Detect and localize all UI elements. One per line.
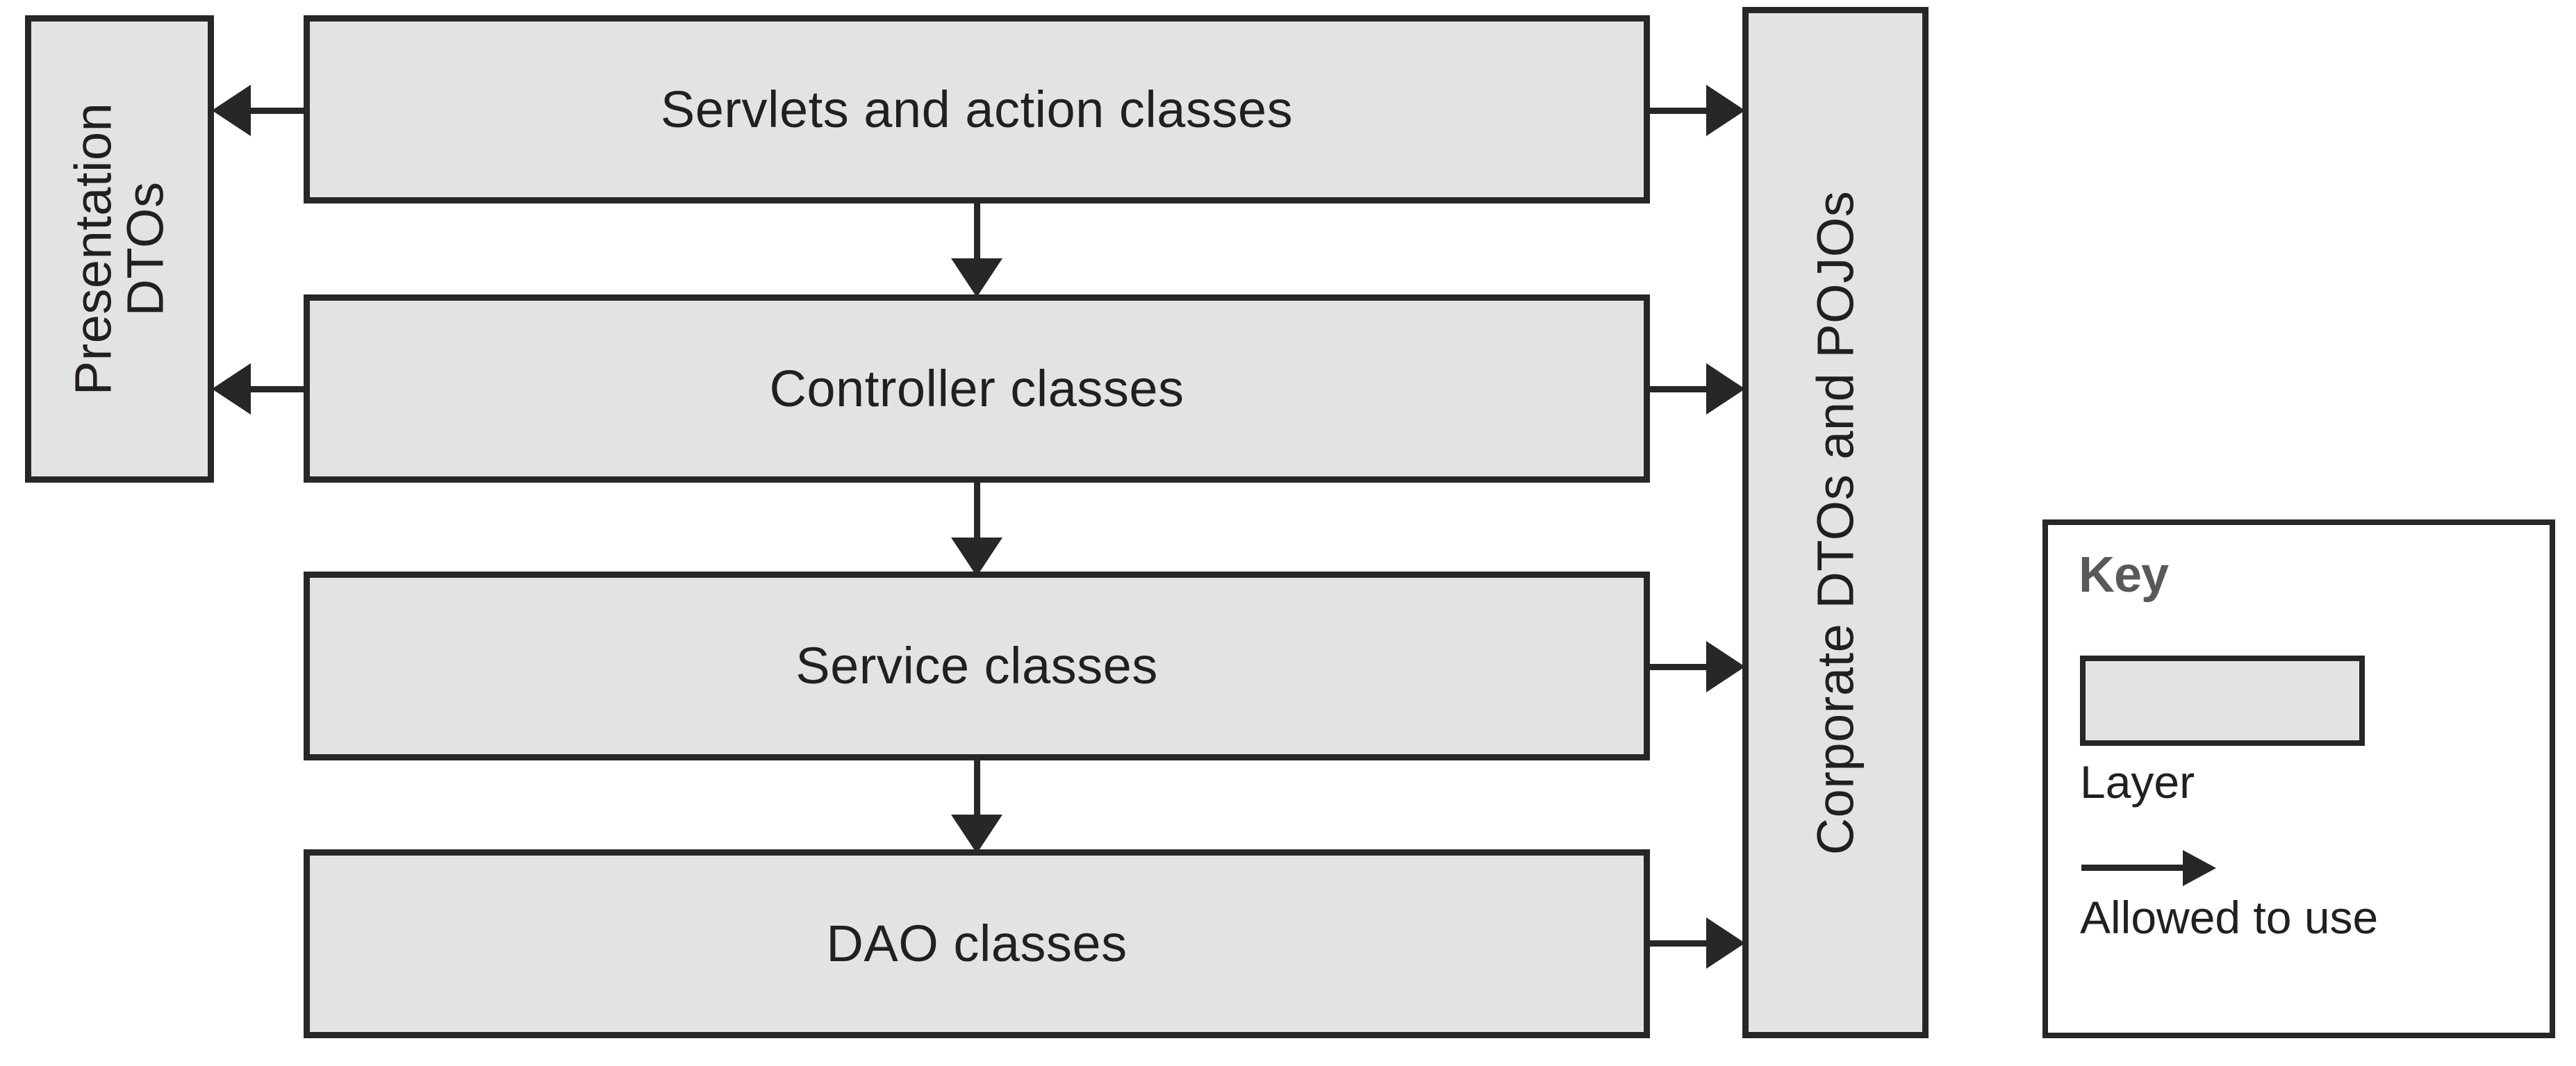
arrow-service-to-dao [951, 756, 1002, 853]
arrow-servlets-to-corporate-dtos [1648, 85, 1745, 136]
key-allowed-to-use-label: Allowed to use [2080, 892, 2379, 943]
layer-box-service: Service classes [304, 572, 1650, 760]
arrow-service-to-corporate-dtos [1648, 641, 1745, 692]
pillar-presentation-dtos-label: Presentation DTOs [64, 102, 174, 396]
arrow-servlets-to-controller [951, 200, 1002, 297]
key-layer-swatch [2080, 656, 2365, 746]
arrow-controller-to-corporate-dtos [1648, 363, 1745, 415]
arrow-servlets-to-presentation-dtos [212, 85, 306, 136]
key-legend-panel: Key Layer Allowed to use [2042, 519, 2555, 1038]
key-layer-swatch-label: Layer [2080, 756, 2195, 808]
key-title: Key [2079, 547, 2169, 603]
pillar-corporate-dtos-pojos: Corporate DTOs and POJOs [1742, 7, 1929, 1038]
pillar-corporate-dtos-pojos-label: Corporate DTOs and POJOs [1806, 190, 1864, 855]
key-allowed-to-use-arrow-icon [2081, 847, 2220, 889]
layer-box-controller-label: Controller classes [769, 359, 1184, 417]
arrow-controller-to-service [951, 479, 1002, 576]
layer-box-servlets-label: Servlets and action classes [660, 80, 1294, 138]
pillar-presentation-dtos: Presentation DTOs [25, 15, 214, 483]
layer-box-controller: Controller classes [304, 294, 1650, 483]
layer-box-service-label: Service classes [795, 637, 1158, 694]
layer-box-dao: DAO classes [304, 849, 1650, 1038]
layer-box-dao-label: DAO classes [826, 915, 1128, 972]
arrow-controller-to-presentation-dtos [212, 363, 306, 415]
arrow-dao-to-corporate-dtos [1648, 917, 1745, 969]
layer-box-servlets: Servlets and action classes [304, 15, 1650, 203]
